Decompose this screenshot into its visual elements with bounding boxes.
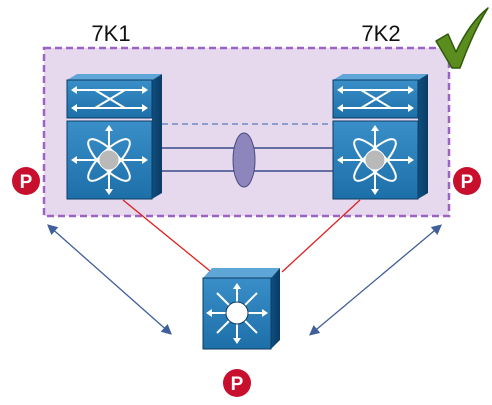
badge-left: P [12, 167, 40, 195]
switch-label-7k2: 7K2 [361, 21, 400, 46]
arrow-right [309, 224, 442, 336]
badge-left-text: P [20, 172, 33, 193]
port-channel-ellipse [232, 132, 256, 188]
switch-label-7k1: 7K1 [91, 21, 130, 46]
access-switch[interactable] [202, 268, 280, 350]
badge-right-text: P [461, 172, 474, 193]
badge-bottom: P [223, 369, 251, 397]
nexus-switch-7k2[interactable] [332, 74, 428, 200]
badge-bottom-text: P [231, 374, 244, 395]
badge-right: P [453, 167, 481, 195]
nexus-switch-7k1[interactable] [66, 74, 162, 200]
arrow-left [47, 224, 172, 335]
checkmark-icon [435, 7, 489, 69]
